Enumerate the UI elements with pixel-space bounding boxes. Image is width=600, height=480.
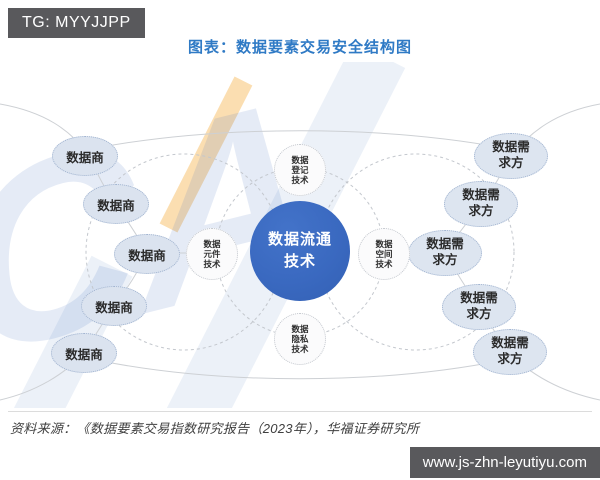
- tech-node-privacy: 数据 隐私 技术: [274, 313, 326, 365]
- supplier-node: 数据商: [52, 136, 118, 176]
- supplier-node: 数据商: [83, 184, 149, 224]
- tech-node-registration: 数据 登记 技术: [274, 144, 326, 196]
- tg-badge: TG: MYYJJPP: [8, 8, 145, 38]
- supplier-node: 数据商: [114, 234, 180, 274]
- footer-divider: [8, 411, 592, 412]
- demander-node: 数据需 求方: [474, 133, 548, 179]
- demander-node: 数据需 求方: [442, 284, 516, 330]
- footer-url-badge: www.js-zhn-leyutiyu.com: [409, 447, 600, 478]
- center-node: 数据流通 技术: [250, 201, 350, 301]
- demander-node: 数据需 求方: [444, 181, 518, 227]
- supplier-node: 数据商: [81, 286, 147, 326]
- bottom-arch-line: [95, 359, 505, 380]
- demander-node: 数据需 求方: [473, 329, 547, 375]
- source-text: 资料来源：《数据要素交易指数研究报告（2023年），华福证券研究所: [10, 421, 420, 436]
- tech-node-component: 数据 元件 技术: [186, 228, 238, 280]
- top-arch-line: [95, 130, 505, 149]
- demander-node: 数据需 求方: [408, 230, 482, 276]
- page-title: 图表：数据要素交易安全结构图: [187, 39, 412, 56]
- tech-node-space: 数据 空间 技术: [358, 228, 410, 280]
- supplier-node: 数据商: [51, 333, 117, 373]
